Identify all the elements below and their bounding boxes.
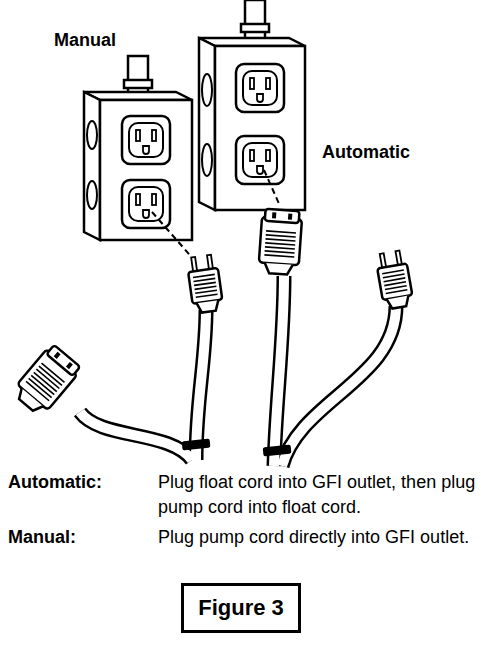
setup-label: Manual [54,28,116,53]
setup-label: Automatic [322,140,410,165]
instruction-heading: Manual: [8,525,158,550]
instruction-text: Plug float cord into GFI outlet, then pl… [158,470,476,520]
figure-number: Figure 3 [198,594,284,622]
instruction-heading: Automatic: [8,470,158,495]
figure-label-box: Figure 3 [181,583,301,633]
instruction-text: Plug pump cord directly into GFI outlet. [158,525,476,550]
